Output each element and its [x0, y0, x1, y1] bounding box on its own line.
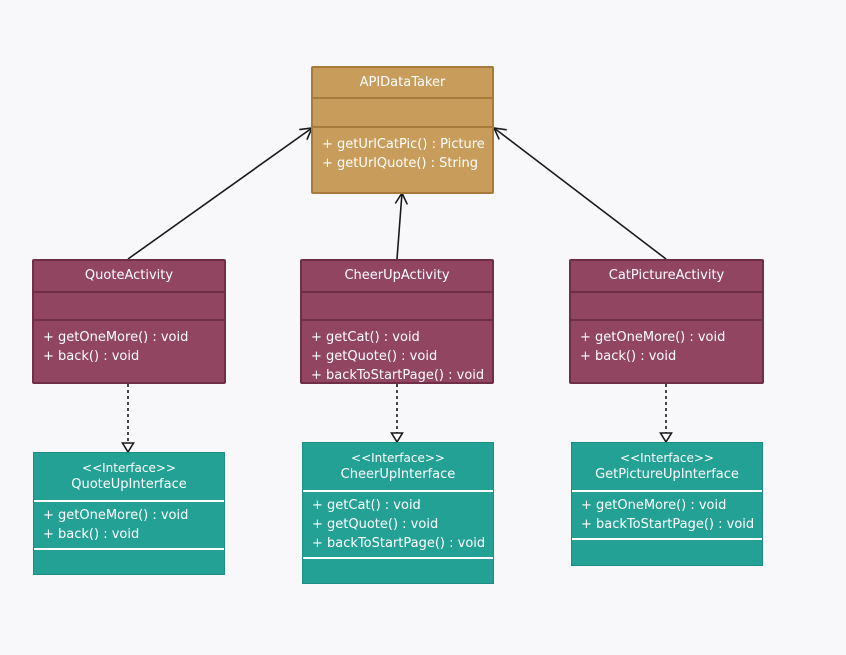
edge-quoteactivity-apidatataker	[127, 127, 313, 260]
operation: + back() : void	[580, 349, 677, 364]
interface-name: QuoteUpInterface	[71, 476, 187, 492]
class-apidatataker[interactable]: APIDataTaker + getUrlCatPic() : Picture …	[311, 66, 494, 194]
interface-header: <<Interface>> CheerUpInterface	[303, 443, 493, 490]
operation: + getQuote() : void	[312, 517, 439, 532]
operation: + getCat() : void	[312, 498, 421, 513]
class-cheerupactivity[interactable]: CheerUpActivity + getCat() : void + getQ…	[300, 259, 494, 384]
interface-name: GetPictureUpInterface	[595, 466, 739, 482]
interface-stereotype: <<Interface>>	[351, 450, 445, 465]
operation: + getUrlCatPic() : Picture	[322, 137, 485, 152]
interface-stereotype: <<Interface>>	[82, 460, 176, 475]
operation: + getOneMore() : void	[580, 330, 726, 345]
class-name: CheerUpActivity	[344, 268, 450, 283]
operation: + getUrlQuote() : String	[322, 156, 478, 171]
operations-section: + getCat() : void + getQuote() : void + …	[302, 319, 492, 383]
attributes-section	[313, 97, 492, 126]
operation: + back() : void	[43, 349, 140, 364]
arrowhead-cheerupactivity-cheerupinterface	[390, 432, 404, 444]
interface-cheerupinterface[interactable]: <<Interface>> CheerUpInterface + getCat(…	[302, 442, 494, 584]
arrowhead-quoteactivity-quoteupinterface	[121, 442, 135, 454]
operation: + getCat() : void	[311, 330, 420, 345]
class-header: CatPictureActivity	[571, 261, 762, 291]
class-name: CatPictureActivity	[608, 268, 725, 283]
interface-quoteupinterface[interactable]: <<Interface>> QuoteUpInterface + getOneM…	[33, 452, 225, 575]
class-header: APIDataTaker	[313, 68, 492, 97]
arrowhead-catpictureactivity-apidatataker	[492, 127, 507, 140]
attributes-section	[302, 291, 492, 319]
class-quoteactivity[interactable]: QuoteActivity + getOneMore() : void + ba…	[32, 259, 226, 384]
empty-section	[34, 548, 224, 574]
operation: + backToStartPage() : void	[311, 368, 485, 383]
edge-catpictureactivity-apidatataker	[493, 127, 667, 260]
operation: + back() : void	[43, 527, 140, 542]
class-header: CheerUpActivity	[302, 261, 492, 291]
operations-section: + getOneMore() : void + back() : void	[571, 319, 762, 382]
operation: + getOneMore() : void	[43, 508, 189, 523]
interface-name: CheerUpInterface	[340, 466, 456, 482]
operation: + getOneMore() : void	[43, 330, 189, 345]
interface-getpictureupinterface[interactable]: <<Interface>> GetPictureUpInterface + ge…	[571, 442, 763, 566]
operation: + backToStartPage() : void	[312, 536, 486, 551]
operations-section: + getOneMore() : void + back() : void	[34, 319, 224, 382]
attributes-section	[34, 291, 224, 319]
interface-stereotype: <<Interface>>	[620, 450, 714, 465]
operation: + getQuote() : void	[311, 349, 438, 364]
empty-section	[572, 538, 762, 565]
arrowhead-catpictureactivity-getpictureupinterface	[659, 432, 673, 444]
operations-section: + getUrlCatPic() : Picture + getUrlQuote…	[313, 126, 492, 192]
class-catpictureactivity[interactable]: CatPictureActivity + getOneMore() : void…	[569, 259, 764, 384]
attributes-section	[571, 291, 762, 319]
class-header: QuoteActivity	[34, 261, 224, 291]
interface-header: <<Interface>> QuoteUpInterface	[34, 453, 224, 500]
operations-section: + getOneMore() : void + back() : void	[34, 500, 224, 548]
class-name: APIDataTaker	[359, 74, 446, 90]
operation: + getOneMore() : void	[581, 498, 727, 513]
empty-section	[303, 557, 493, 583]
operation: + backToStartPage() : void	[581, 517, 755, 532]
interface-header: <<Interface>> GetPictureUpInterface	[572, 443, 762, 490]
operations-section: + getOneMore() : void + backToStartPage(…	[572, 490, 762, 538]
edge-cheerupactivity-apidatataker	[396, 192, 403, 260]
operations-section: + getCat() : void + getQuote() : void + …	[303, 490, 493, 557]
class-name: QuoteActivity	[84, 268, 174, 283]
